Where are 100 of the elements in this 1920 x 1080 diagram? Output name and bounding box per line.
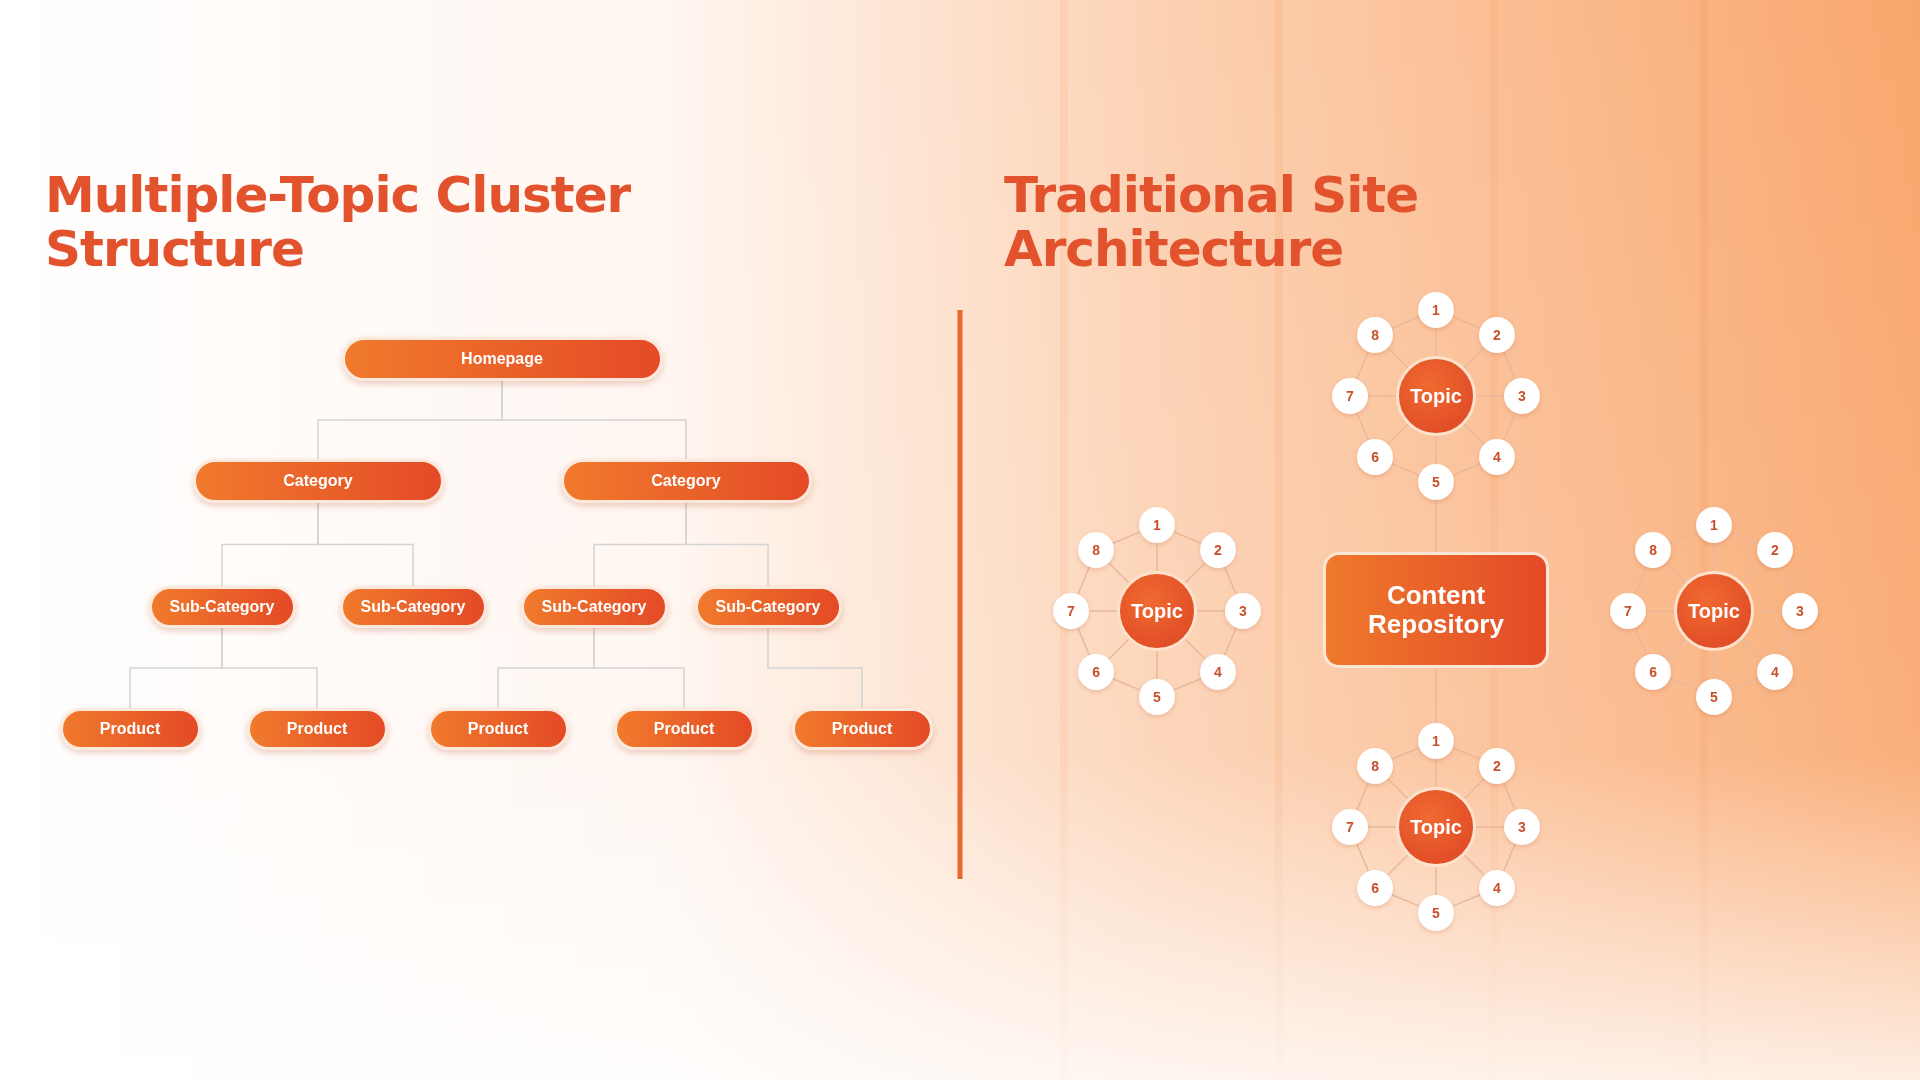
node-label: Product [653, 720, 715, 738]
node-label: 6 [1649, 663, 1658, 680]
rounded-box [59, 708, 201, 750]
connector-line [1729, 531, 1759, 545]
connector-line [1780, 566, 1794, 596]
connector-line [1451, 462, 1481, 476]
node-label: 3 [1239, 603, 1247, 619]
rounded-box [613, 708, 755, 750]
section-heading: Traditional Site Architecture [1004, 168, 1420, 276]
node-label: 8 [1371, 327, 1380, 344]
node-label: Sub-Category [715, 598, 821, 616]
node-label: 6 [1371, 448, 1380, 465]
connector-line [1665, 562, 1687, 584]
rounded-box [339, 586, 487, 628]
node-label: Product [286, 720, 348, 738]
node-label: Sub-Category [169, 598, 275, 616]
connector-line [1780, 626, 1794, 656]
node-label: Sub-Category [541, 598, 647, 616]
node-label: 8 [1092, 542, 1101, 559]
connector-line [1112, 531, 1142, 545]
connector-line [1223, 566, 1237, 596]
node-label: Topic [1688, 599, 1740, 623]
rounded-box [520, 586, 668, 628]
connector-line [1172, 531, 1202, 545]
node-label: Homepage [461, 350, 543, 368]
connector-line [1451, 316, 1481, 330]
connector-line [1669, 531, 1699, 545]
node-label: 6 [1092, 663, 1101, 680]
rounded-box [341, 337, 663, 381]
node-label: 3 [1796, 603, 1804, 619]
connector-line [221, 627, 318, 709]
node-label: Content Repository [1367, 581, 1505, 639]
node-label: 7 [1067, 603, 1075, 619]
connector-line [1391, 747, 1421, 761]
node-label: 5 [1432, 474, 1440, 490]
connector-line [1108, 562, 1130, 584]
rounded-box [192, 459, 444, 503]
connector-line [1356, 782, 1370, 812]
node-label: 4 [1770, 663, 1779, 680]
node-label: Topic [1410, 815, 1462, 839]
connector-line [767, 627, 863, 709]
node-label: 1 [1432, 733, 1440, 749]
rounded-box [246, 708, 388, 750]
repository-box [1323, 552, 1549, 668]
node-label: 2 [1770, 542, 1779, 559]
rounded-box [791, 708, 933, 750]
connector-line [1451, 893, 1481, 907]
connector-line [593, 627, 685, 709]
connector-line [1184, 562, 1206, 584]
rounded-box [560, 459, 812, 503]
connector-line [1356, 351, 1370, 381]
node-label: 8 [1649, 542, 1658, 559]
section-heading: Multiple-Topic Cluster Structure [45, 168, 632, 276]
rounded-box [427, 708, 569, 750]
connector-line [1463, 423, 1485, 445]
connector-line [1184, 638, 1206, 660]
connector-line [1108, 638, 1130, 660]
connector-line [1463, 854, 1485, 876]
node-label: 6 [1371, 879, 1380, 896]
connector-line [1391, 893, 1421, 907]
node-label: 3 [1518, 819, 1526, 835]
connector-line [1729, 677, 1759, 691]
node-label: 2 [1492, 758, 1501, 775]
node-label: 7 [1346, 819, 1354, 835]
connector-line [1669, 677, 1699, 691]
connector-line [1391, 316, 1421, 330]
connector-line [1463, 778, 1485, 800]
connector-line [1463, 347, 1485, 369]
connector-line [1112, 677, 1142, 691]
node-label: 4 [1213, 663, 1222, 680]
connector-line [1741, 638, 1763, 660]
connector-line [1077, 566, 1091, 596]
connector-line [1387, 854, 1409, 876]
node-label: 5 [1432, 905, 1440, 921]
connector-line [1172, 677, 1202, 691]
connector-line [1391, 462, 1421, 476]
node-label: 1 [1153, 517, 1161, 533]
node-label: 4 [1492, 879, 1501, 896]
node-label: 5 [1710, 689, 1718, 705]
connector-line [1502, 842, 1516, 872]
node-label: 2 [1492, 327, 1501, 344]
connector-line [1387, 778, 1409, 800]
connector-line [1665, 638, 1687, 660]
rounded-box [694, 586, 842, 628]
node-label: 8 [1371, 758, 1380, 775]
connector-line [1223, 626, 1237, 656]
node-label: Product [831, 720, 893, 738]
connector-line [1502, 351, 1516, 381]
connector-line [1077, 626, 1091, 656]
node-label: Category [651, 472, 721, 490]
node-label: 3 [1518, 388, 1526, 404]
node-label: Topic [1131, 599, 1183, 623]
connector-line [1741, 562, 1763, 584]
connector-line [1356, 842, 1370, 872]
connector-line [1356, 411, 1370, 441]
connector-line [1502, 411, 1516, 441]
connector-line [685, 502, 769, 587]
node-label: 7 [1346, 388, 1354, 404]
connector-line [1634, 626, 1648, 656]
node-label: 2 [1213, 542, 1222, 559]
